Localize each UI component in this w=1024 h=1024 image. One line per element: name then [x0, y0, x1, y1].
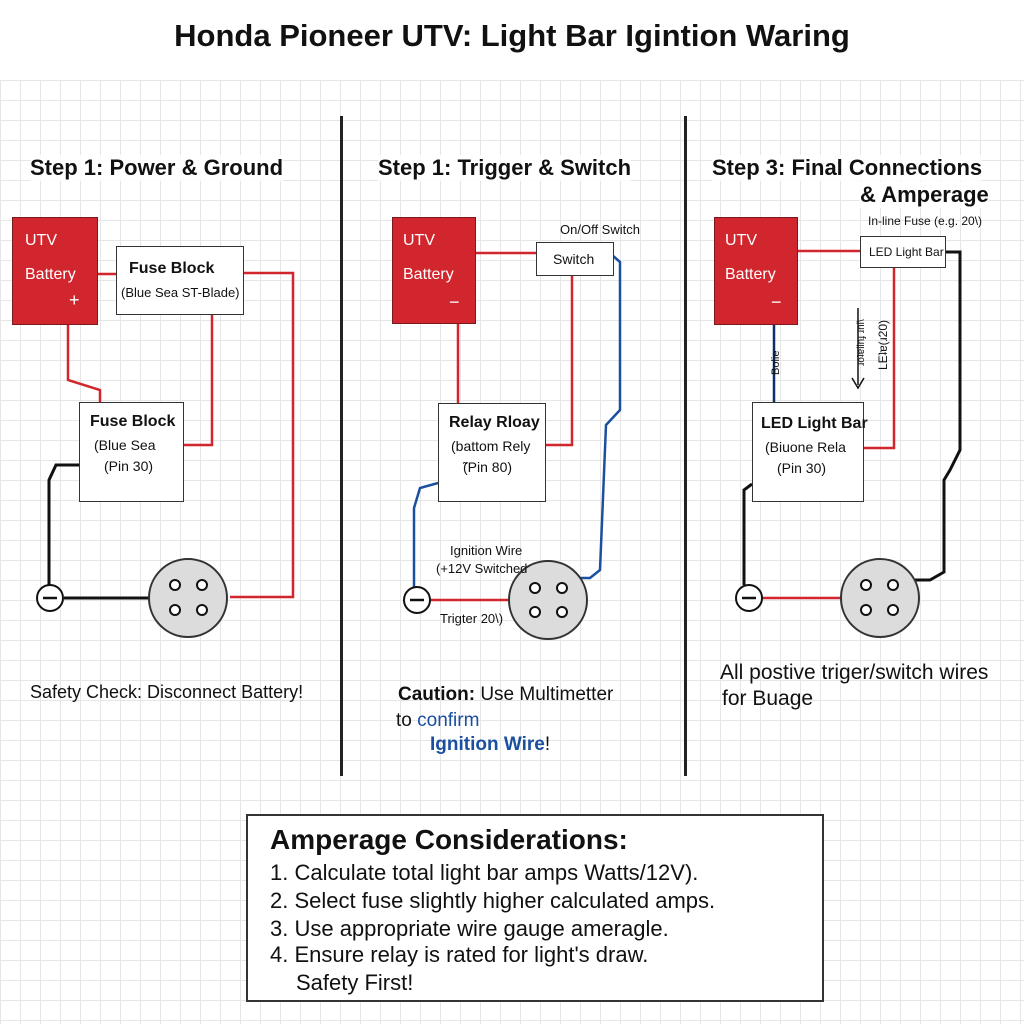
wire-red-switch-to-relay — [545, 275, 574, 447]
page-title: Honda Pioneer UTV: Light Bar Igintion Wa… — [0, 18, 1024, 54]
side-label-right: LEʇɐ(ɹ20) — [876, 319, 890, 370]
battery-2-label-utv: UTV — [403, 232, 435, 249]
battery-2-label-battery: Battery — [403, 266, 454, 283]
battery-2: UTV Battery − — [392, 217, 476, 324]
ignition-wire-label: Ignition Wire — [450, 543, 523, 558]
relay-box-sub1: (b​attom Rely — [451, 438, 531, 454]
caution-bold: Caution: — [398, 684, 476, 705]
led-box-title: LED Light Bar — [761, 415, 868, 432]
amperage-item-3: 3. Use appropriate wire gauge ameragle. — [270, 916, 669, 941]
step3-heading-line2: & Amperage — [860, 182, 989, 208]
battery-1-label-battery: Battery — [25, 266, 76, 283]
positive-wires-note-line1: All postive triger/switch wires — [720, 661, 989, 684]
caution-line-3: Ignition Wire! — [430, 734, 550, 756]
panel-divider-2 — [684, 116, 687, 776]
battery-3: UTV Battery − — [714, 217, 798, 325]
wire-red-topbox-to-midbox — [182, 314, 214, 447]
wire-blue-relay-to-ground — [412, 481, 439, 588]
amperage-item-1: 1. Calculate total light bar amps Watts/… — [270, 860, 699, 885]
ground-symbol-1 — [36, 584, 64, 612]
outlet-connector-2 — [508, 560, 588, 640]
trigger-label: Trigter 20\) — [440, 611, 504, 626]
relay-box-sub2: ̃(Pin 80) — [463, 459, 513, 475]
switch-box-label: Switch — [553, 251, 595, 267]
wire-black-ledtop-to-outlet — [912, 250, 962, 582]
caution-line-2: to confirm — [396, 710, 479, 732]
arrow-head — [851, 377, 865, 390]
relay-box-title: Relay Rloay — [449, 414, 540, 431]
caution-line-1: Caution: Use Multimetter — [398, 684, 613, 706]
step1-heading: Step 1: Power & Ground — [30, 155, 284, 181]
amperage-footer: Safety First! — [296, 970, 414, 995]
led-box-sub2: (Pin 30) — [777, 460, 827, 476]
battery-3-sign: − — [771, 292, 782, 312]
caution-rest: Use Multimetter — [475, 684, 614, 705]
fuse-block-top: Fuse Block (Blue Sea ST-Blade) — [116, 246, 244, 315]
amperage-considerations-box: Amperage Considerations: 1. Calculate to… — [246, 814, 824, 1002]
side-label-left: Bolie — [770, 350, 782, 375]
relay-box: Relay Rloay (b​attom Rely ̃(Pin 80) — [438, 403, 546, 502]
caution-to: to — [396, 710, 418, 731]
battery-2-sign: − — [449, 292, 460, 312]
battery-3-label-battery: Battery — [725, 266, 776, 283]
positive-wires-note-line2: for Buage — [722, 687, 814, 710]
fuse-block-mid: Fuse Block (Blue Sea (Pin 30) — [79, 402, 184, 502]
led-light-bar-top: LED Light Bar — [860, 236, 946, 268]
amperage-title: Amperage Considerations: — [270, 824, 628, 855]
battery-1-sign: + — [69, 290, 80, 310]
onoff-switch-label: On/Off Switch — [560, 222, 640, 237]
battery-1-label-utv: UTV — [25, 232, 57, 249]
fuse-block-mid-title: Fuse Block — [90, 413, 176, 430]
wire-red-ledtop-to-ledbox — [862, 268, 896, 450]
fuse-block-top-sub: (Blue Sea ST-Blade) — [121, 285, 240, 300]
inline-fuse-label: In-line Fuse (e.g. 20\) — [868, 214, 983, 228]
amperage-item-2: 2. Select fuse slightly higher calculate… — [270, 888, 716, 913]
wire-red-topbox-to-outlet — [230, 271, 295, 599]
safety-check-note: Safety Check: Disconnect Battery! — [30, 682, 304, 702]
fuse-block-mid-sub2: (Pin 30) — [104, 458, 154, 474]
step2-heading: Step 1: Trigger & Switch — [378, 155, 632, 181]
outlet-connector-3 — [840, 558, 920, 638]
battery-3-label-utv: UTV — [725, 232, 757, 249]
step3-heading-line1: Step 3: Final Connections — [712, 155, 983, 181]
switch-box: Switch — [536, 242, 614, 276]
wire-red-battery-to-fuse — [66, 324, 102, 402]
ground-symbol-2 — [403, 586, 431, 614]
outlet-connector-1 — [148, 558, 228, 638]
led-light-bar-top-label: LED Light Bar — [869, 245, 944, 259]
ignition-wire-sublabel: (+12V Switched — [436, 561, 528, 576]
caution-exclaim: ! — [544, 734, 551, 755]
side-label-mid: ɹoʇɐllnɟ ɹnl\ — [856, 319, 867, 366]
ground-symbol-3 — [735, 584, 763, 612]
fuse-block-mid-sub1: (Blue Sea — [94, 437, 156, 453]
caution-ignition-wire: Ignition Wire — [430, 734, 545, 755]
wire-black-ledbox-to-ground — [742, 482, 753, 585]
wire-black-midbox-to-ground — [47, 463, 80, 598]
panel-divider-1 — [340, 116, 343, 776]
wire-blue-switch-to-outlet — [580, 254, 622, 580]
led-light-bar-box: LED Light Bar (Biuone Rela (Pin 30) — [752, 402, 868, 502]
caution-confirm: confirm — [417, 710, 480, 731]
fuse-block-top-title: Fuse Block — [129, 260, 215, 277]
battery-1: UTV Battery + — [12, 217, 98, 325]
amperage-item-4: 4. Ensure relay is rated for light's dra… — [270, 942, 649, 967]
led-box-sub1: (Biuone Rela — [765, 439, 846, 455]
